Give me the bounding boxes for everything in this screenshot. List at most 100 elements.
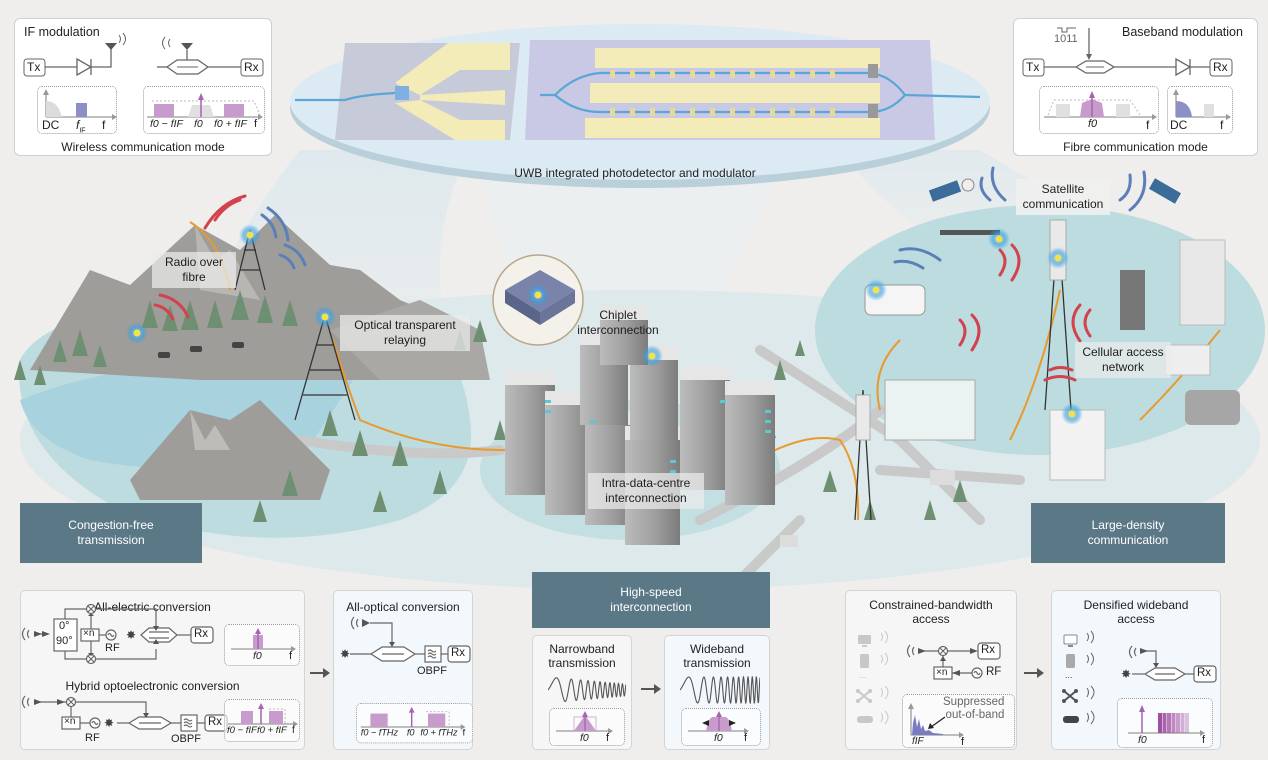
f-label: f — [292, 725, 295, 736]
card-caption: Wireless communication mode — [61, 140, 225, 154]
label-satellite: Satellite communication — [1016, 179, 1110, 215]
phase-90-label: 90° — [56, 635, 73, 647]
spectrum-plot — [556, 711, 613, 734]
satellites — [928, 178, 1181, 204]
if-modulation-schematic — [23, 32, 264, 77]
spectrum-densified: f0 f — [1117, 698, 1213, 748]
rx-label: Rx — [1197, 667, 1212, 679]
label-cellular: Cellular access network — [1075, 342, 1171, 378]
spectrum-plot — [147, 93, 263, 120]
rf-label: RF — [986, 666, 1002, 678]
label-chiplet: Chiplet interconnection — [577, 308, 659, 337]
obpf-label: OBPF — [171, 733, 201, 745]
ellipsis-label: ... — [859, 670, 867, 680]
constrained-schematic — [856, 630, 1001, 725]
carrier-label: f0 — [580, 732, 589, 744]
channel-band — [1185, 713, 1189, 733]
spectrum-if-optical: f0 − fIF f0 f0 + fIF f — [143, 86, 265, 134]
label-optical-relaying: Optical transparent relaying — [340, 315, 470, 351]
card-title: Baseband modulation — [1122, 25, 1243, 39]
f-label: f — [1220, 118, 1224, 132]
channel-band — [1158, 713, 1162, 733]
spectrum-plot — [1044, 91, 1157, 120]
radio-waves — [153, 166, 1147, 382]
channel-band — [1171, 713, 1176, 733]
spectrum-plot — [688, 711, 749, 734]
fif-label: fIF — [76, 118, 86, 135]
all-optical-title: All-optical conversion — [346, 600, 460, 614]
spectrum-all-optical: f0 − fTHz f0 f0 + fTHz f — [356, 703, 474, 744]
panel-narrowband: Narrowband transmission f0 f — [532, 635, 632, 750]
spectrum-plot — [908, 703, 964, 738]
svg-text:✸: ✸ — [104, 716, 114, 730]
channel-band — [1162, 713, 1167, 733]
lower-sideband-label: f0 − fTHz — [360, 727, 399, 739]
f-label: f — [744, 732, 748, 744]
panel-wideband: Wideband transmission f0 f — [664, 635, 770, 750]
fif-label: fIF — [912, 736, 924, 747]
bits-label: 1011 — [1054, 33, 1078, 45]
panel-all-optical: All-optical conversion ✸ OBPF Rx f0 − fT… — [333, 590, 474, 750]
narrowband-title: Narrowband transmission — [548, 642, 616, 670]
spectrum-constrained: Suppressed out-of-band fIF f — [902, 694, 1015, 748]
baseband-schematic — [1022, 27, 1233, 77]
f-label: f — [254, 118, 258, 130]
densified-schematic: ✸ — [1062, 630, 1217, 725]
f-label: f — [1202, 734, 1206, 746]
spectrum-plot — [228, 703, 298, 727]
tx-label: Tx — [27, 60, 41, 74]
fibre-mode-card: Baseband modulation 1011 Tx Rx f0 f — [1013, 18, 1258, 156]
channel-band — [1180, 713, 1185, 733]
panel-densified: Densified wideband access ✸ ... — [1051, 590, 1221, 750]
rx-label: Rx — [451, 647, 466, 659]
carrier-label: f0 — [714, 732, 723, 744]
label-radio-over-fibre: Radio over fibre — [152, 252, 236, 288]
tx-label: Tx — [1026, 60, 1040, 74]
f-label: f — [102, 118, 106, 132]
wireless-mode-card: IF modulation Tx Rx DC fIF f — [14, 18, 272, 156]
phase-0-label: 0° — [59, 620, 70, 632]
chip-electrodes — [395, 43, 880, 140]
svg-text:✸: ✸ — [1121, 667, 1131, 681]
rack-leds — [545, 400, 771, 473]
constrained-title: Constrained-bandwidth access — [869, 598, 993, 626]
multiplier-label: ×n — [64, 716, 76, 727]
channel-band — [1176, 713, 1180, 733]
svg-text:✸: ✸ — [340, 647, 350, 661]
ellipsis-label: ... — [1065, 670, 1073, 680]
spectrum-baseband-detected: DC f — [1167, 86, 1233, 134]
f-label: f — [1146, 118, 1150, 132]
arrow-right-icon — [641, 684, 661, 694]
arrow-right-icon — [1024, 668, 1044, 678]
carrier-label: f0 — [1138, 734, 1147, 746]
annotation-suppressed: Suppressed out-of-band — [943, 696, 1005, 721]
rf-label: RF — [105, 642, 120, 654]
upper-sideband-label: f0 + fIF — [257, 725, 287, 736]
waveform-trace — [680, 676, 760, 704]
spectrum-narrowband: f0 f — [549, 708, 625, 746]
card-title: IF modulation — [24, 25, 100, 39]
rx-label: Rx — [194, 628, 209, 640]
all-optical-schematic: ✸ — [340, 616, 471, 663]
lower-sideband-label: f0 − fIF — [227, 725, 257, 736]
f-label: f — [289, 650, 293, 662]
hybrid-title: Hybrid optoelectronic conversion — [65, 679, 240, 693]
spectrum-wideband: f0 f — [681, 708, 761, 746]
carrier-label: f0 — [406, 727, 415, 739]
rx-label: Rx — [244, 60, 259, 74]
carrier-label: f0 — [194, 118, 203, 130]
wideband-waveform — [680, 676, 760, 704]
lower-sideband-label: f0 − fIF — [150, 118, 183, 130]
dc-label: DC — [1170, 118, 1188, 132]
spectrum-plot — [1128, 705, 1205, 736]
dc-label: DC — [42, 118, 60, 132]
channel-band — [1167, 713, 1171, 733]
cows — [158, 342, 244, 358]
panel-constrained: Constrained-bandwidth access — [845, 590, 1017, 750]
chip-caption: UWB integrated photodetector and modulat… — [514, 166, 756, 180]
spectrum-plot — [1173, 89, 1231, 120]
panel-electric-hybrid: All-electric conversion ✸ 0° 90° ×n RF R… — [20, 590, 305, 750]
upper-sideband-label: f0 + fTHz — [420, 727, 458, 739]
